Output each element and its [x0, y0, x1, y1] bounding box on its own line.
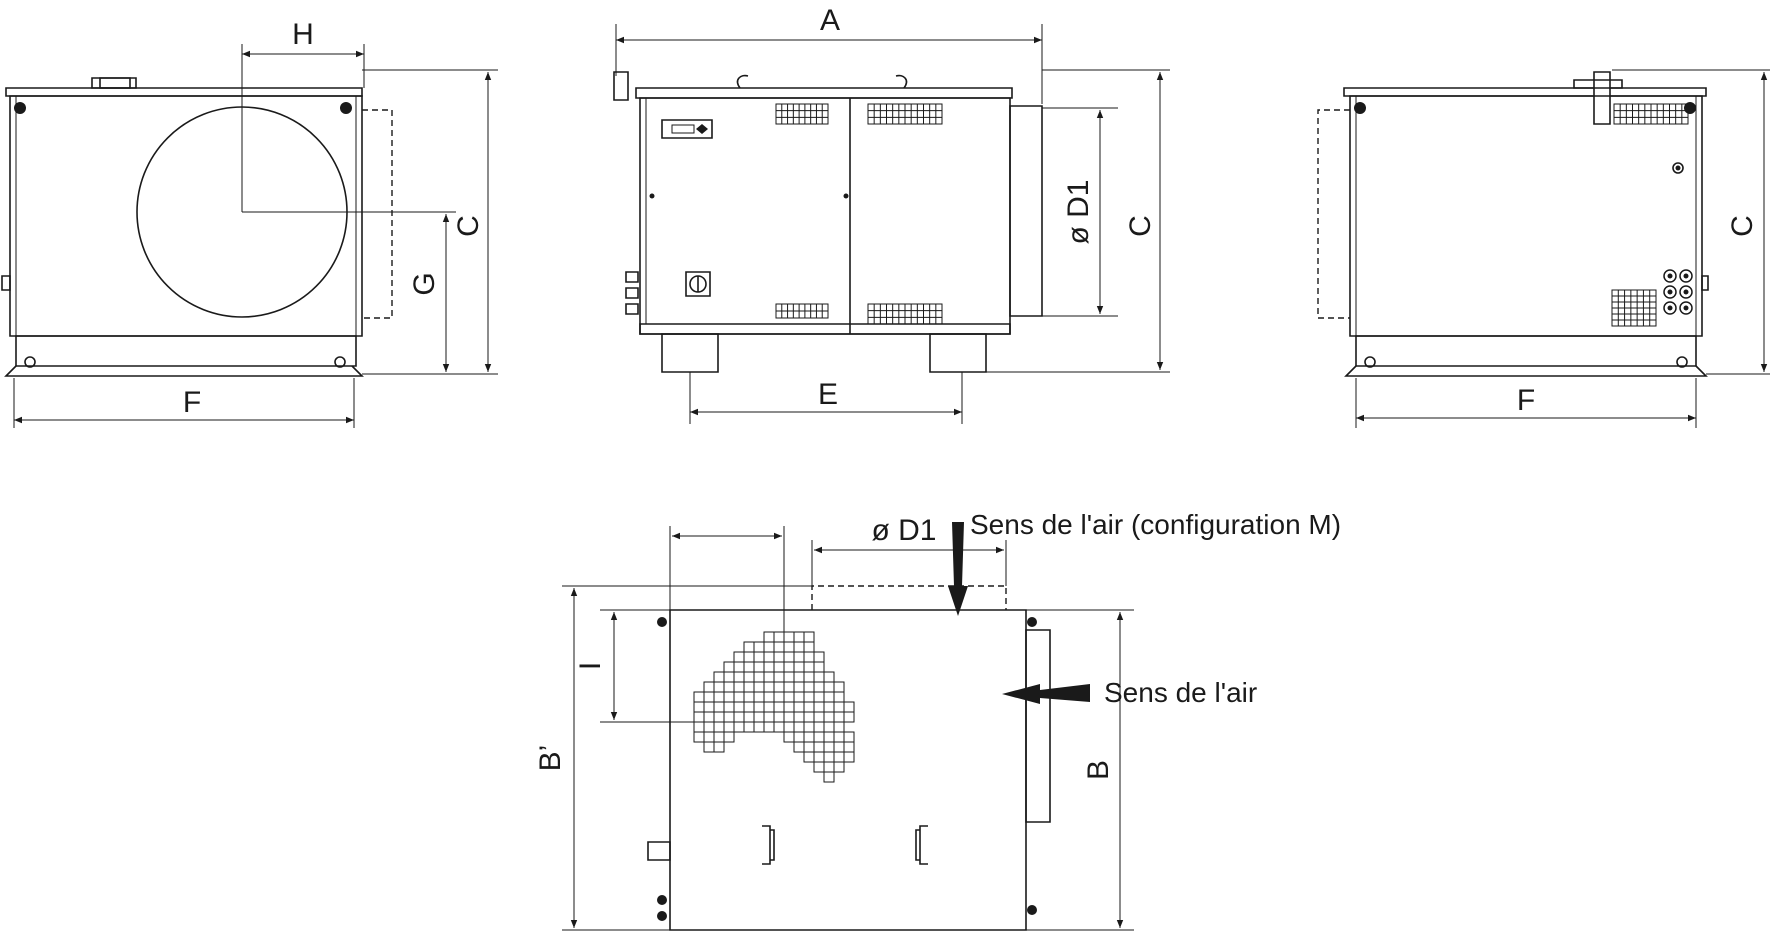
dim-label-c-side: C: [1124, 215, 1157, 237]
top-grille-pattern: [694, 632, 854, 782]
dim-label-e: E: [818, 378, 838, 411]
dim-label-a: A: [820, 4, 840, 37]
grille-top-right: [868, 104, 942, 124]
grille-back-bottom: [1612, 290, 1656, 326]
front-view: H C G F: [2, 18, 498, 428]
grille-bottom-right: [868, 304, 942, 324]
air-arrow-left: [1002, 684, 1090, 704]
cable-gland-icon: [1680, 270, 1692, 282]
grille-back-top: [1614, 104, 1688, 124]
dim-label-d1-top: ø D1: [871, 514, 936, 547]
air-arrow-down: [948, 522, 968, 616]
cable-gland-icon: [1680, 286, 1692, 298]
dim-label-h: H: [292, 18, 314, 51]
cable-gland-icon: [1680, 302, 1692, 314]
cable-gland-icon: [1664, 286, 1676, 298]
dim-label-f-front: F: [183, 386, 201, 419]
dim-label-b-prime: B’: [534, 745, 567, 772]
dim-label-f-back: F: [1517, 384, 1535, 417]
cable-gland-icon: [1664, 302, 1676, 314]
air-direction-config-m-label: Sens de l'air (configuration M): [970, 509, 1341, 540]
air-direction-label: Sens de l'air: [1104, 677, 1257, 708]
dim-label-c-front: C: [452, 215, 485, 237]
top-view: ø D1 I B’ B Sens de l'air (configuration…: [534, 509, 1341, 930]
dim-label-c-back: C: [1726, 215, 1759, 237]
grille-top-left: [776, 104, 828, 124]
dim-label-i: I: [574, 662, 607, 670]
dim-label-g: G: [408, 272, 441, 295]
dim-label-d1-side: ø D1: [1062, 179, 1095, 244]
back-view: C F: [1317, 70, 1770, 428]
dim-label-b: B: [1082, 760, 1115, 780]
grille-bottom-left: [776, 304, 828, 318]
cable-gland-icon: [1664, 270, 1676, 282]
side-view: A ø D1 C E: [614, 4, 1170, 424]
